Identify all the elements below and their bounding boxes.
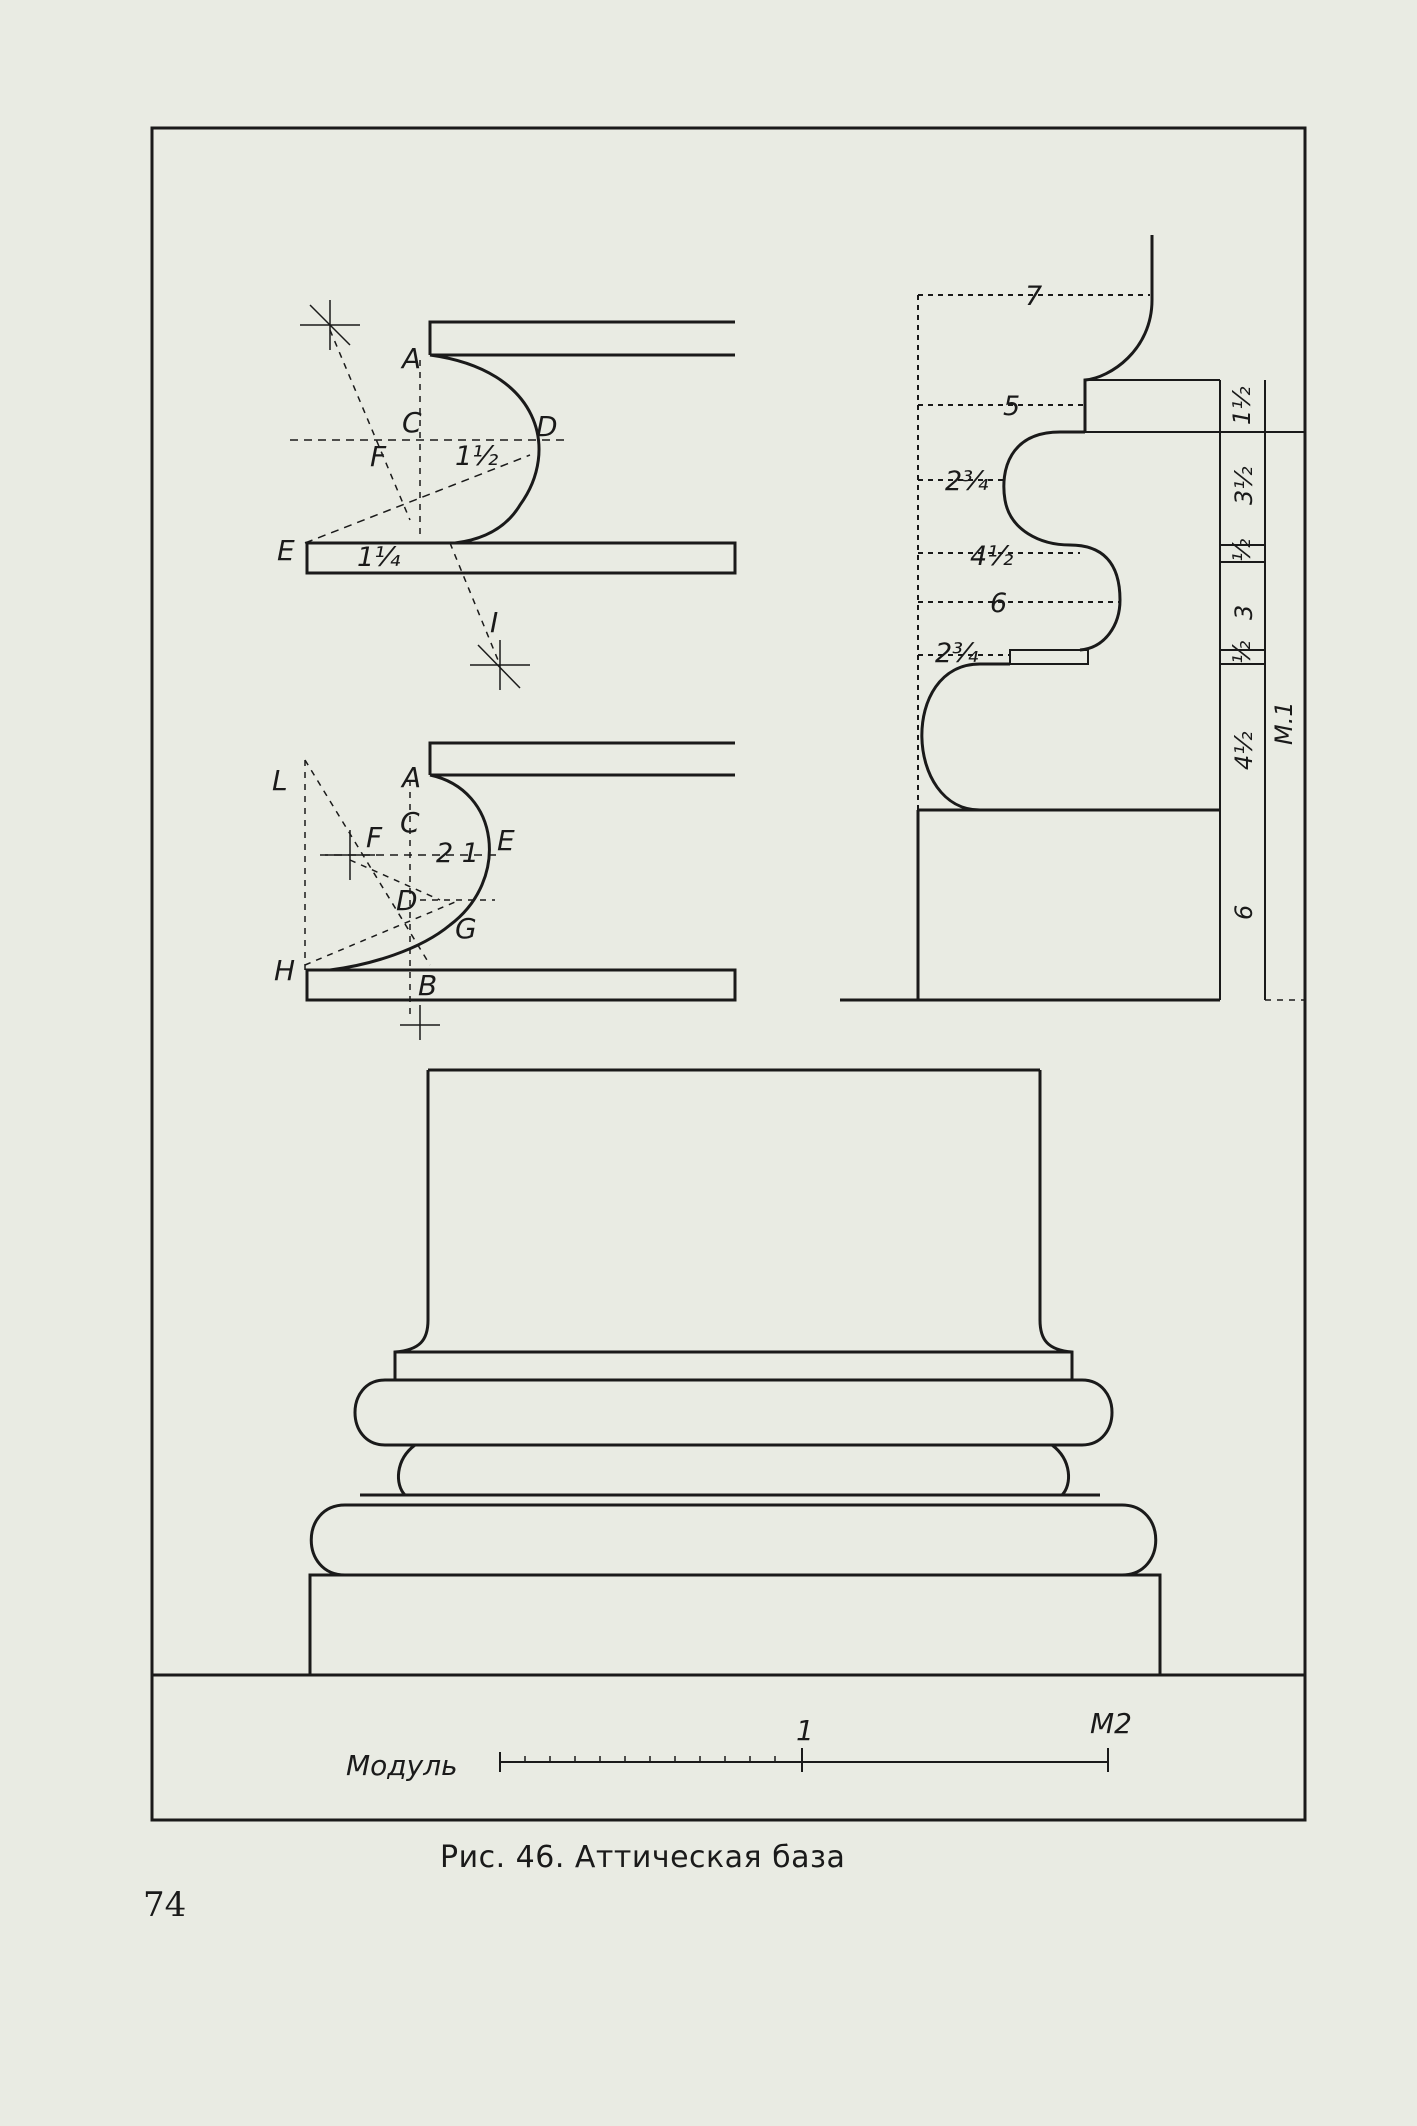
module-scale-bar: [499, 1748, 1109, 1772]
base-profile: [840, 235, 1305, 1002]
label-g: G: [455, 912, 477, 945]
col-1-12: 1½: [1228, 386, 1256, 425]
label-b: B: [418, 969, 437, 1002]
scale-label: Модуль: [346, 1749, 458, 1782]
dim-2-34-b: 2¾: [935, 638, 978, 669]
scotia-bottom-labels: L A F C E 2 1 D G H B: [272, 761, 515, 1002]
label-a-top: A: [400, 342, 421, 375]
label-d-bottom: D: [396, 884, 418, 917]
scotia-construction-bottom: [304, 741, 737, 1040]
scale-mark-1: 1: [796, 1714, 814, 1747]
label-one-quarter-top: 1¼: [357, 542, 400, 573]
dim-4-12: 4½: [970, 541, 1013, 572]
label-h: H: [274, 954, 295, 987]
dim-5: 5: [1003, 391, 1020, 422]
col-module: M.1: [1270, 701, 1298, 745]
col-4-12: 4½: [1230, 731, 1258, 770]
col-3: 3: [1230, 605, 1258, 620]
label-e-bottom: E: [497, 824, 515, 857]
col-3-12: 3½: [1230, 466, 1258, 505]
base-elevation: [152, 1068, 1305, 1677]
figure-caption: Рис. 46. Аттическая база: [440, 1840, 846, 1875]
label-d-top: D: [536, 410, 558, 443]
label-c-bottom: C: [400, 806, 420, 839]
label-i-top: I: [490, 606, 498, 639]
label-c-top: C: [402, 406, 422, 439]
col-12-b: ½: [1228, 641, 1256, 664]
right-column-labels: 1½ 3½ ½ 3 ½ 4½ M.1 6: [1228, 386, 1298, 920]
scotia-top-labels: A C D F 1½ E 1¼ I: [277, 342, 558, 639]
label-a-bottom: A: [400, 761, 421, 794]
page-number: 74: [143, 1885, 187, 1925]
label-two-one: 2 1: [436, 838, 479, 869]
col-12-a: ½: [1228, 539, 1256, 562]
label-e-top: E: [277, 534, 295, 567]
dim-2-34-a: 2¾: [945, 466, 988, 497]
dim-6: 6: [990, 588, 1007, 619]
profile-dimension-labels: 7 5 2¾ 4½ 6 2¾: [935, 281, 1042, 669]
scotia-construction-top: [290, 300, 737, 690]
scale-mark-m2: M2: [1090, 1707, 1132, 1740]
dim-7: 7: [1025, 281, 1042, 312]
label-l: L: [272, 764, 288, 797]
label-one-half-top: 1½: [455, 441, 498, 472]
label-f-bottom: F: [366, 821, 383, 854]
label-f-top: F: [370, 440, 387, 473]
figure-frame: [150, 126, 1307, 1822]
col-6: 6: [1230, 905, 1258, 920]
